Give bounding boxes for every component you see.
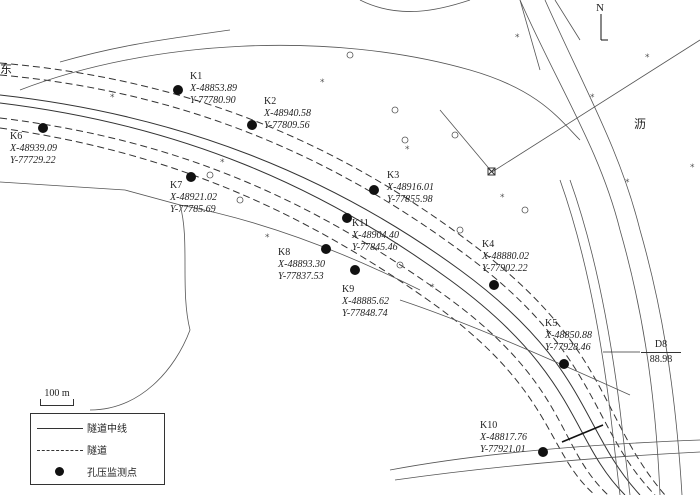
svg-text:*: * bbox=[645, 53, 650, 63]
monitor-point-icon bbox=[37, 466, 83, 477]
boundary-upper-arc bbox=[19, 44, 581, 141]
section-line bbox=[561, 424, 604, 443]
point-k7 bbox=[186, 172, 196, 182]
road-diagonal bbox=[491, 39, 700, 173]
legend-row-tunnel: 隧道 bbox=[37, 442, 107, 457]
scale-bar-graphic bbox=[40, 399, 74, 406]
svg-text:*: * bbox=[625, 178, 630, 188]
svg-text:*: * bbox=[690, 163, 695, 173]
rail-2 bbox=[569, 179, 631, 495]
legend-row-centerline: 隧道中线 bbox=[37, 420, 127, 435]
legend-row-monitor: 孔压监测点 bbox=[37, 464, 137, 479]
point-k6 bbox=[38, 123, 48, 133]
place-label-left: 东 bbox=[0, 62, 13, 76]
point-k5 bbox=[559, 359, 569, 369]
north-label: N bbox=[596, 2, 604, 14]
point-k10 bbox=[538, 447, 548, 457]
svg-text:*: * bbox=[320, 78, 325, 88]
point-k2 bbox=[247, 120, 257, 130]
svg-text:*: * bbox=[265, 233, 270, 243]
svg-text:*: * bbox=[405, 145, 410, 155]
svg-text:*: * bbox=[515, 33, 520, 43]
point-k1 bbox=[173, 85, 183, 95]
boundary-lower-left bbox=[179, 204, 421, 291]
place-label-right: 沥 bbox=[634, 117, 647, 131]
river-bank-1 bbox=[519, 0, 661, 495]
survey-marker bbox=[487, 167, 496, 176]
point-k3 bbox=[369, 185, 379, 195]
svg-text:*: * bbox=[590, 93, 595, 103]
road-bottom-3 bbox=[519, 0, 541, 71]
road-bottom-2 bbox=[394, 451, 700, 481]
solid-line-icon bbox=[37, 423, 83, 433]
svg-text:*: * bbox=[500, 193, 505, 203]
d8-label: D8 88.98 bbox=[641, 338, 681, 367]
point-k4 bbox=[489, 280, 499, 290]
road-bottom-4 bbox=[554, 0, 581, 41]
tunnel-outline-3 bbox=[0, 117, 609, 495]
fence-line bbox=[59, 29, 231, 63]
tunnel-centerline-1 bbox=[0, 94, 641, 495]
point-k9 bbox=[350, 265, 360, 275]
north-arrow-icon bbox=[600, 14, 608, 41]
svg-text:*: * bbox=[430, 283, 435, 293]
point-k8 bbox=[321, 244, 331, 254]
tunnel-outline-4 bbox=[0, 127, 596, 495]
legend: 隧道中线 隧道 孔压监测点 bbox=[30, 413, 165, 485]
dashed-line-icon bbox=[37, 445, 83, 455]
tunnel-centerline-2 bbox=[0, 102, 626, 495]
vegetation-marks: * * * * * * * * * * * * bbox=[110, 33, 695, 293]
rail-1 bbox=[559, 179, 621, 495]
svg-text:*: * bbox=[220, 158, 225, 168]
tunnel-outline-2 bbox=[0, 74, 656, 495]
monitor-points bbox=[38, 85, 569, 457]
scale-label: 100 m bbox=[44, 388, 70, 399]
svg-text:*: * bbox=[110, 93, 115, 103]
river-bank-2 bbox=[544, 0, 683, 495]
road-bottom-1 bbox=[389, 439, 700, 471]
scale-bar: 100 m bbox=[40, 388, 74, 406]
road-cross-1 bbox=[399, 299, 631, 396]
boundary-road-top bbox=[359, 0, 471, 12]
terrain-circles bbox=[206, 51, 529, 269]
road-diagonal-2 bbox=[439, 109, 493, 173]
boundary-left-region bbox=[0, 181, 191, 411]
point-k11 bbox=[342, 213, 352, 223]
